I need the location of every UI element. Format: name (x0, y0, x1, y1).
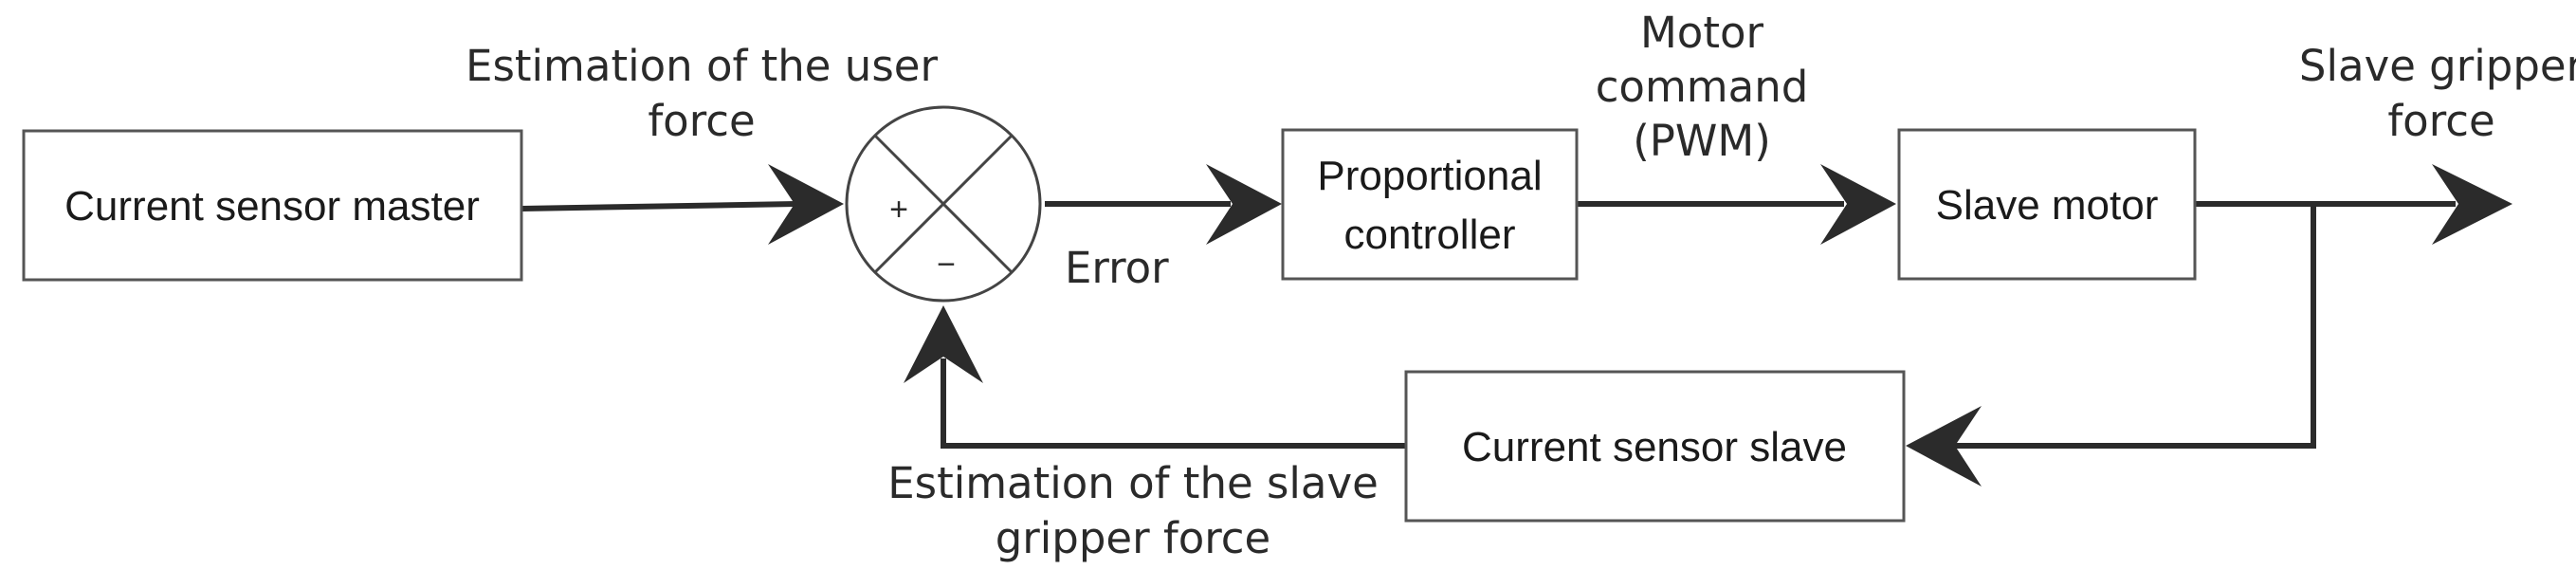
motor-command-label-line2: command (1596, 62, 1809, 112)
user-force-label-line1: Estimation of the user (466, 41, 938, 91)
summing-junction: + − (845, 105, 1042, 303)
proportional-controller-label-line2: controller (1344, 211, 1516, 258)
slave-force-estimate-label-line2: gripper force (996, 513, 1271, 563)
arrowhead-output-force (2432, 164, 2512, 245)
user-force-label-line2: force (648, 96, 755, 146)
sum-minus-sign: − (937, 247, 956, 283)
slave-gripper-force-label-line1: Slave gripper (2299, 41, 2576, 91)
proportional-controller-block: Proportional controller (1281, 128, 1579, 281)
arrowhead-into-slave-motor (1820, 164, 1896, 245)
motor-command-label-line1: Motor (1640, 8, 1764, 58)
current-sensor-master-block: Current sensor master (22, 129, 523, 282)
slave-gripper-force-label-line2: force (2387, 96, 2494, 146)
wire-master-to-sum (521, 201, 797, 211)
arrowhead-into-sum (768, 164, 844, 245)
motor-command-label-line3: (PWM) (1633, 116, 1771, 166)
current-sensor-slave-block: Current sensor slave (1404, 370, 1906, 523)
error-label: Error (1065, 243, 1169, 293)
sum-plus-sign: + (889, 192, 908, 228)
proportional-controller-label-line1: Proportional (1317, 153, 1542, 199)
wire-feedback-branch (1953, 204, 2316, 449)
slave-motor-label: Slave motor (1936, 182, 2159, 229)
slave-motor-block: Slave motor (1897, 128, 2197, 281)
wire-feedback-return (941, 358, 1406, 449)
current-sensor-slave-label: Current sensor slave (1462, 424, 1847, 470)
arrowhead-into-sum-minus (904, 305, 983, 383)
arrowhead-into-slave-sensor (1906, 406, 1982, 487)
current-sensor-master-label: Current sensor master (64, 183, 480, 230)
slave-force-estimate-label-line1: Estimation of the slave (887, 458, 1379, 508)
arrowhead-into-controller (1206, 164, 1282, 245)
